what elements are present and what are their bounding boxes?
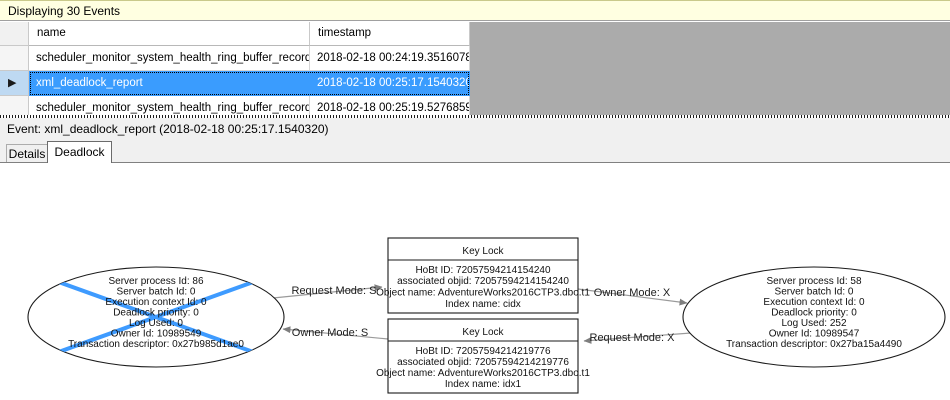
resource-title: Key Lock <box>462 327 504 338</box>
tab-strip: Details Deadlock <box>0 140 950 163</box>
process-attr: Execution context Id: 0 <box>763 297 865 308</box>
event-summary-bar: Event: xml_deadlock_report (2018-02-18 0… <box>0 118 950 140</box>
deadlock-graph-pane: Request Mode: S Owner Mode: X Owner Mode… <box>0 162 950 400</box>
resource-attr: Object name: AdventureWorks2016CTP3.dbo.… <box>376 368 590 379</box>
process-node-victim[interactable]: Server process Id: 86 Server batch Id: 0… <box>27 266 285 368</box>
events-count-bar: Displaying 30 Events <box>0 0 950 21</box>
deadlock-graph: Request Mode: S Owner Mode: X Owner Mode… <box>27 237 946 394</box>
table-row[interactable]: scheduler_monitor_system_health_ring_buf… <box>0 96 470 115</box>
cell-timestamp[interactable]: 2018-02-18 00:25:19.5276859 <box>310 96 470 115</box>
resource-attr: associated objid: 72057594214219776 <box>397 357 569 368</box>
cell-name[interactable]: xml_deadlock_report <box>29 71 310 96</box>
process-attr: Server process Id: 58 <box>766 276 861 287</box>
row-selector-cell[interactable]: ▶ <box>0 71 29 96</box>
edge-owner-s: Owner Mode: S <box>282 326 389 340</box>
process-attr: Server batch Id: 0 <box>117 287 196 298</box>
splitter[interactable] <box>0 115 950 118</box>
process-attr: Server batch Id: 0 <box>775 287 854 298</box>
process-attr: Transaction descriptor: 0x27ba15a4490 <box>726 339 902 350</box>
edge-request-s: Request Mode: S <box>272 284 383 299</box>
process-attr: Owner Id: 10989549 <box>111 329 202 340</box>
edge-owner-x: Owner Mode: X <box>577 287 688 306</box>
column-header-row: name timestamp <box>0 22 470 46</box>
resource-title: Key Lock <box>462 246 504 257</box>
resource-attr: HoBt ID: 72057594214154240 <box>415 265 551 276</box>
table-row[interactable]: scheduler_monitor_system_health_ring_buf… <box>0 46 470 71</box>
victim-cross-icon <box>28 269 284 365</box>
events-grid: name timestamp scheduler_monitor_system_… <box>0 22 470 115</box>
row-selector-cell[interactable] <box>0 96 29 115</box>
grid-filler <box>470 22 950 115</box>
cell-name[interactable]: scheduler_monitor_system_health_ring_buf… <box>29 46 310 71</box>
table-row-selected[interactable]: ▶ xml_deadlock_report 2018-02-18 00:25:1… <box>0 71 470 96</box>
cell-name[interactable]: scheduler_monitor_system_health_ring_buf… <box>29 96 310 115</box>
cell-timestamp[interactable]: 2018-02-18 00:24:19.3516078 <box>310 46 470 71</box>
edge-label: Owner Mode: S <box>292 327 368 339</box>
resource-attr: Index name: cidx <box>445 299 521 310</box>
process-attr: Server process Id: 86 <box>108 276 203 287</box>
resource-attr: Object name: AdventureWorks2016CTP3.dbo.… <box>376 288 590 299</box>
event-summary-label: Event: xml_deadlock_report (2018-02-18 0… <box>7 122 329 136</box>
resource-attr: associated objid: 72057594214154240 <box>397 276 569 287</box>
column-header-timestamp[interactable]: timestamp <box>310 22 470 46</box>
process-attr: Deadlock priority: 0 <box>771 308 857 319</box>
edge-label: Request Mode: S <box>292 285 377 297</box>
resource-attr: Index name: idx1 <box>445 379 522 390</box>
resource-node-key-lock-bottom[interactable]: Key Lock HoBt ID: 72057594214219776 asso… <box>376 318 590 394</box>
events-count-label: Displaying 30 Events <box>8 4 121 18</box>
process-attr: Deadlock priority: 0 <box>113 308 199 319</box>
edge-label: Owner Mode: X <box>594 287 671 299</box>
process-attr: Log Used: 0 <box>129 318 183 329</box>
process-attr: Log Used: 252 <box>781 318 846 329</box>
cell-timestamp[interactable]: 2018-02-18 00:25:17.1540320 <box>310 71 470 96</box>
column-header-name[interactable]: name <box>29 22 310 46</box>
edge-label: Request Mode: X <box>590 332 676 344</box>
row-selector-cell[interactable] <box>0 46 29 71</box>
resource-node-key-lock-top[interactable]: Key Lock HoBt ID: 72057594214154240 asso… <box>376 237 590 314</box>
tab-details[interactable]: Details <box>6 144 48 163</box>
process-node[interactable]: Server process Id: 58 Server batch Id: 0… <box>682 266 946 368</box>
current-row-arrow-icon: ▶ <box>8 77 17 89</box>
process-attr: Execution context Id: 0 <box>105 297 207 308</box>
row-selector-header[interactable] <box>0 22 29 46</box>
process-attr: Owner Id: 10989547 <box>769 329 860 340</box>
edge-request-x: Request Mode: X <box>583 332 692 344</box>
process-attr: Transaction descriptor: 0x27b985d1ae0 <box>68 339 244 350</box>
resource-attr: HoBt ID: 72057594214219776 <box>415 346 551 357</box>
tab-deadlock[interactable]: Deadlock <box>47 141 112 163</box>
